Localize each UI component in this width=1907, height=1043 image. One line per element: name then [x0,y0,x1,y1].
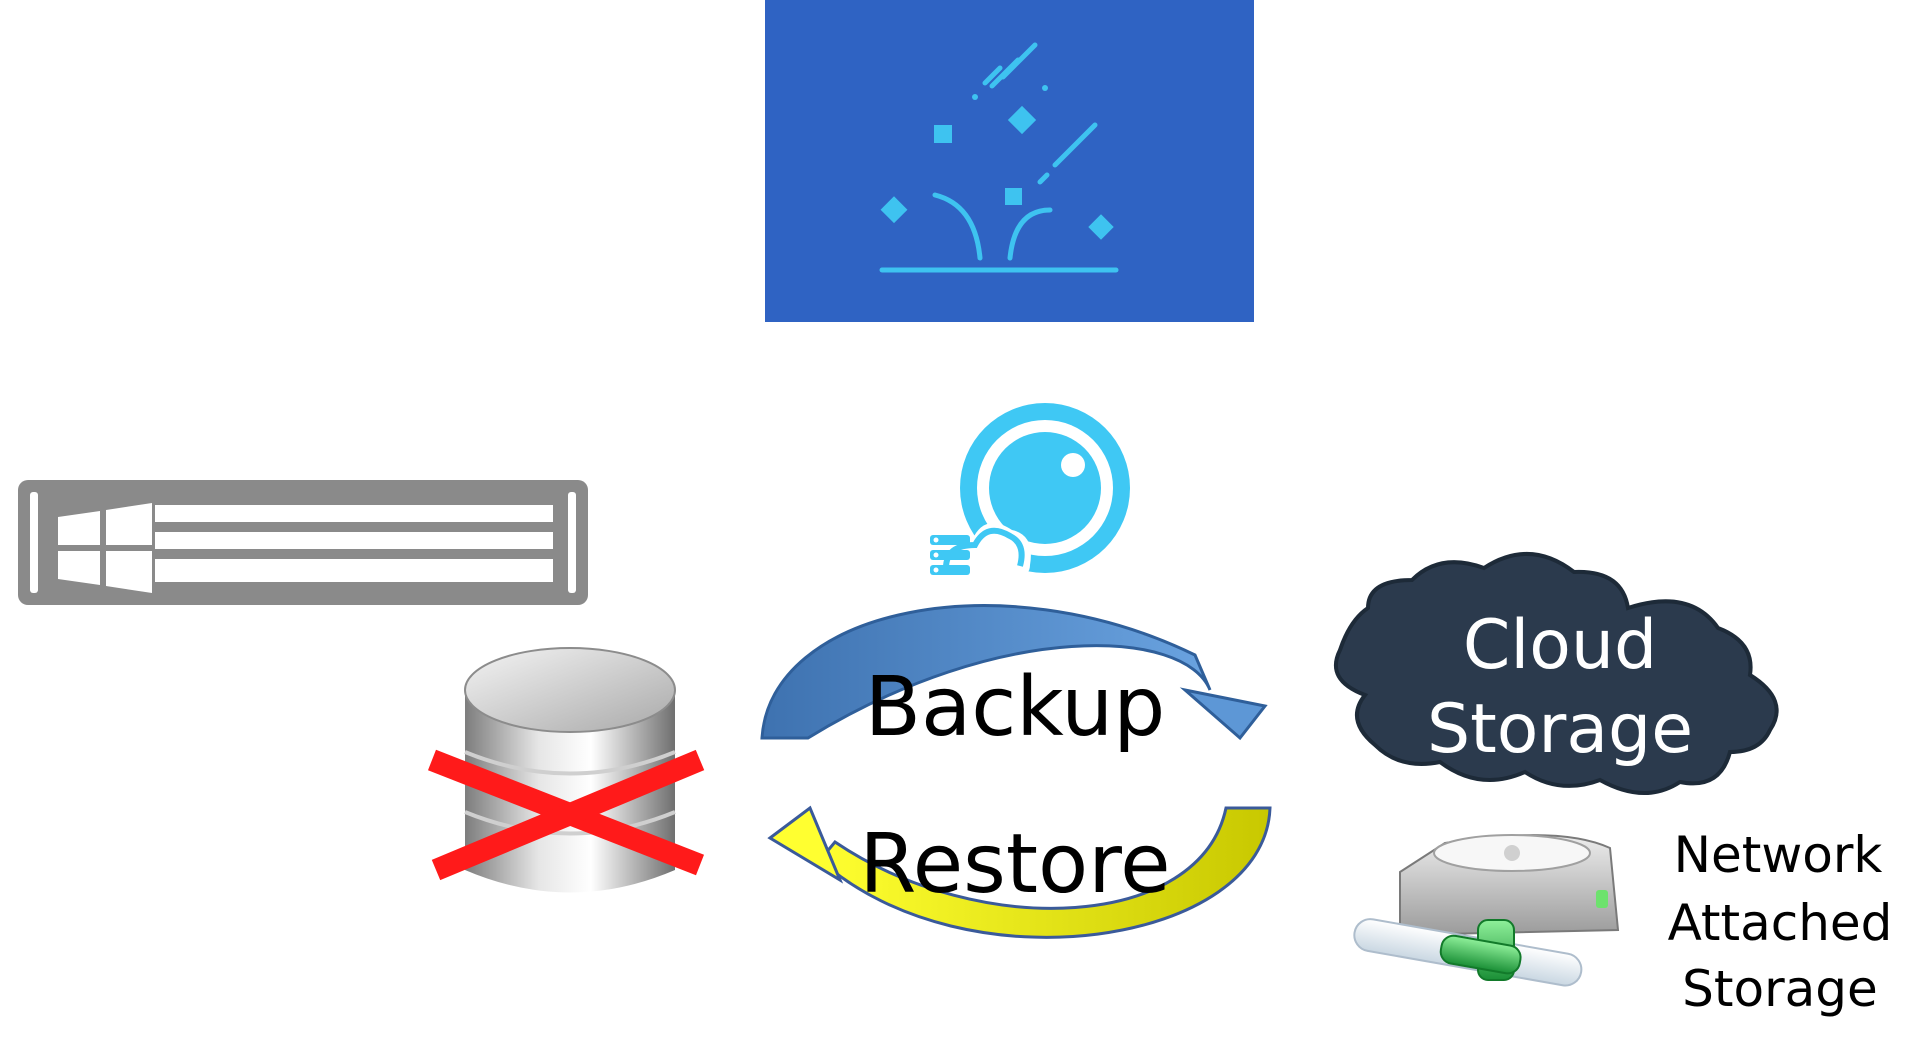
network-drive-icon [1353,834,1620,987]
data-drop-icon [765,0,1254,322]
windows-server-icon [18,480,588,605]
cloud-eye-icon [930,403,1130,580]
backup-arrow [760,604,1268,741]
cloud-icon [1334,551,1779,795]
cloud-label-line1: Cloud [1463,606,1657,685]
cloud-label-line2: Storage [1427,690,1693,769]
backup-label: Backup [865,660,1166,755]
nas-label-line1: Network [1674,826,1883,884]
nas-label-line3: Storage [1682,960,1878,1018]
red-x-icon [427,749,705,881]
restore-arrow [767,805,1272,939]
restore-label: Restore [859,817,1170,912]
nas-label-line2: Attached [1668,894,1893,952]
